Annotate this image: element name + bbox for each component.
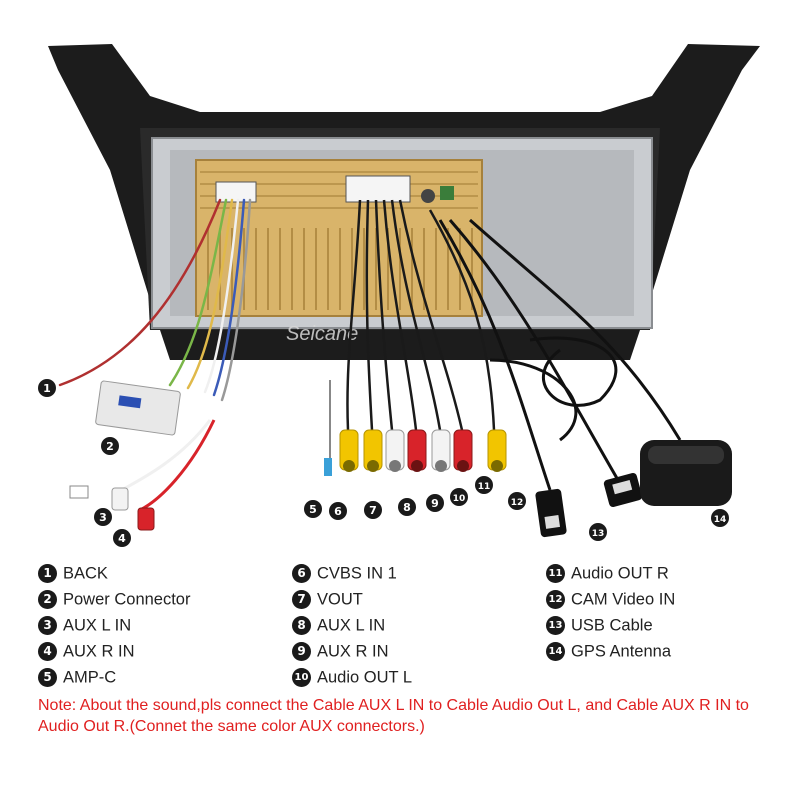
svg-text:8: 8 (403, 501, 411, 514)
legend-label: AUX L IN (63, 616, 132, 635)
svg-text:6: 6 (334, 505, 342, 518)
amp-c-plug (69, 485, 89, 499)
svg-text:9: 9 (431, 497, 439, 510)
legend-label: USB Cable (571, 616, 653, 635)
legend-item-aux-l-in-2: 8 AUX L IN (292, 612, 412, 638)
legend-number: 2 (38, 590, 57, 610)
green-socket (440, 186, 454, 200)
legend-item-cam-video-in: 12 CAM Video IN (546, 586, 675, 612)
legend-item-audio-out-r: 11 Audio OUT R (546, 560, 675, 586)
legend-column-1: 1 BACK 2 Power Connector 3 AUX L IN 4 AUX R … (38, 560, 190, 690)
aux-l-in-plug (111, 487, 129, 511)
svg-text:12: 12 (511, 498, 524, 508)
legend-item-cvbs-in-1: 6 CVBS IN 1 (292, 560, 412, 586)
legend-label: CVBS IN 1 (317, 564, 397, 583)
legend-label: AMP-C (63, 668, 117, 687)
legend-number: 4 (38, 642, 57, 662)
legend-number: 10 (292, 668, 311, 688)
svg-text:13: 13 (592, 529, 605, 539)
svg-text:7: 7 (369, 504, 377, 517)
sound-note: Note: About the sound,pls connect the Ca… (38, 697, 749, 735)
svg-text:5: 5 (309, 503, 317, 516)
legend-number: 8 (292, 616, 311, 636)
legend-item-back: 1 BACK (38, 560, 190, 586)
legend-item-audio-out-l: 10 Audio OUT L (292, 664, 412, 690)
legend-label: AUX L IN (317, 616, 386, 635)
legend-item-aux-r-in-2: 9 AUX R IN (292, 638, 412, 664)
brand-watermark: Seicane (286, 323, 358, 345)
legend-item-gps-antenna: 14 GPS Antenna (546, 638, 675, 664)
legend-label: CAM Video IN (571, 590, 676, 609)
svg-text:10: 10 (453, 494, 466, 504)
legend-number: 7 (292, 590, 311, 610)
legend-label: VOUT (317, 590, 363, 609)
legend-label: Audio OUT L (317, 668, 413, 687)
legend-number: 9 (292, 642, 311, 662)
legend-number: 13 (546, 616, 565, 636)
legend-label: AUX R IN (317, 642, 389, 661)
legend-label: AUX R IN (63, 642, 135, 661)
svg-text:1: 1 (43, 382, 51, 395)
legend-number: 5 (38, 668, 57, 688)
legend-label: GPS Antenna (571, 642, 671, 661)
main-harness-socket (215, 181, 257, 203)
svg-text:3: 3 (99, 511, 107, 524)
legend-label: Power Connector (63, 590, 191, 609)
legend-item-vout: 7 VOUT (292, 586, 412, 612)
legend-number: 6 (292, 564, 311, 584)
usb-plug-1 (535, 488, 567, 538)
aux-r-in-plug (137, 507, 155, 531)
svg-text:14: 14 (714, 515, 727, 525)
legend-column-2: 6 CVBS IN 1 7 VOUT 8 AUX L IN 9 AUX R IN 10 A… (292, 560, 412, 690)
legend-item-amp-c: 5 AMP-C (38, 664, 190, 690)
legend-number: 14 (546, 642, 565, 662)
legend-item-aux-r-in: 4 AUX R IN (38, 638, 190, 664)
legend-label: BACK (63, 564, 108, 583)
svg-text:11: 11 (478, 482, 491, 492)
legend-number: 11 (546, 564, 565, 584)
legend-label: Audio OUT R (571, 564, 669, 583)
legend-item-aux-l-in: 3 AUX L IN (38, 612, 190, 638)
legend-item-power-connector: 2 Power Connector (38, 586, 190, 612)
legend-item-usb-cable: 13 USB Cable (546, 612, 675, 638)
legend-number: 1 (38, 564, 57, 584)
svg-text:4: 4 (118, 532, 126, 545)
legend-column-3: 11 Audio OUT R 12 CAM Video IN 13 USB Cable… (546, 560, 675, 664)
gps-socket (421, 189, 435, 203)
legend: 1 BACK 2 Power Connector 3 AUX L IN 4 AUX R … (0, 560, 800, 695)
head-unit-wiring-diagram: Seicane (38, 44, 760, 547)
callout-badges (38, 379, 729, 547)
legend-number: 12 (546, 590, 565, 610)
legend-number: 3 (38, 616, 57, 636)
svg-text:2: 2 (106, 440, 114, 453)
av-socket (345, 175, 411, 203)
